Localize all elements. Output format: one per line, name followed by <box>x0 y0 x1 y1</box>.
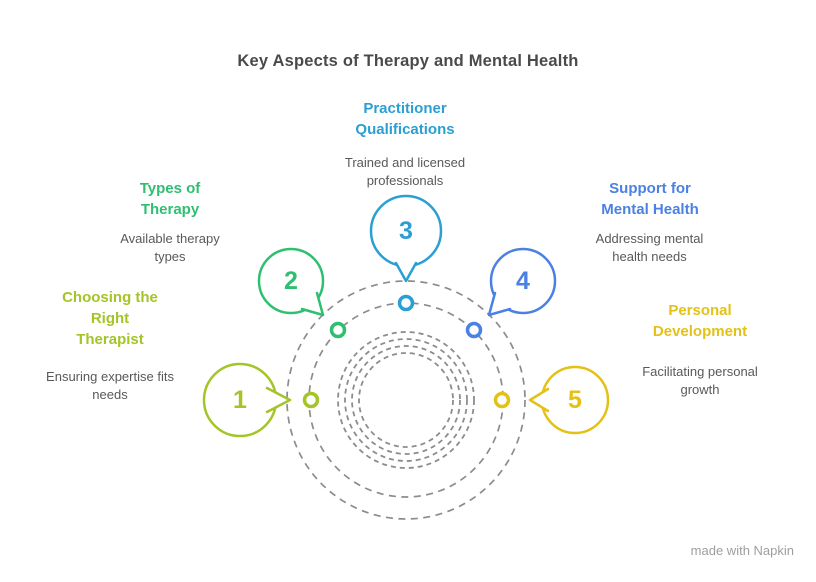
node-tail-3 <box>394 261 418 283</box>
section-sublabel-types-of-therapy: Available therapy types <box>120 231 220 264</box>
node-bubbles <box>202 194 610 438</box>
node-number-4: 4 <box>516 267 530 295</box>
node-number-2: 2 <box>284 267 298 295</box>
node-tail-4 <box>487 291 512 317</box>
marker-dot-5 <box>493 391 511 409</box>
section-label-support-mental-health: Support for Mental Health <box>601 180 699 218</box>
marker-dot-2 <box>329 321 347 339</box>
section-label-types-of-therapy: Types of Therapy <box>139 180 201 218</box>
ring-inner-1 <box>337 331 475 469</box>
section-sublabel-practitioner-qualifications: Trained and licensed professionals <box>344 155 466 188</box>
marker-dot-3 <box>397 294 415 312</box>
node-circle-4 <box>489 247 557 315</box>
node-tail-5 <box>528 387 550 413</box>
ring-outer <box>286 280 526 520</box>
section-sublabel-choosing-right-therapist: Ensuring expertise fits needs <box>46 369 174 402</box>
ring-inner-4 <box>358 352 454 448</box>
watermark: made with Napkin <box>690 543 794 558</box>
node-circle-2 <box>257 247 325 315</box>
marker-dot-4 <box>465 321 483 339</box>
section-sublabel-personal-development: Facilitating personal growth <box>642 364 758 397</box>
ring-inner-3 <box>351 345 461 455</box>
section-label-personal-development: Personal Development <box>652 302 748 340</box>
ring-inner-2 <box>344 338 468 462</box>
node-tail-1 <box>265 386 292 414</box>
node-number-3: 3 <box>399 217 413 245</box>
diagram-title: Key Aspects of Therapy and Mental Health <box>237 52 579 70</box>
marker-dot-1 <box>302 391 320 409</box>
concentric-rings <box>286 280 526 520</box>
section-label-choosing-right-therapist: Choosing the Right Therapist <box>62 289 158 348</box>
ring-markers <box>302 294 511 409</box>
section-label-practitioner-qualifications: Practitioner Qualifications <box>355 100 455 138</box>
node-number-1: 1 <box>233 386 247 414</box>
section-sublabel-support-mental-health: Addressing mental health needs <box>595 231 704 264</box>
node-number-5: 5 <box>568 386 582 414</box>
node-tail-2 <box>300 291 325 317</box>
